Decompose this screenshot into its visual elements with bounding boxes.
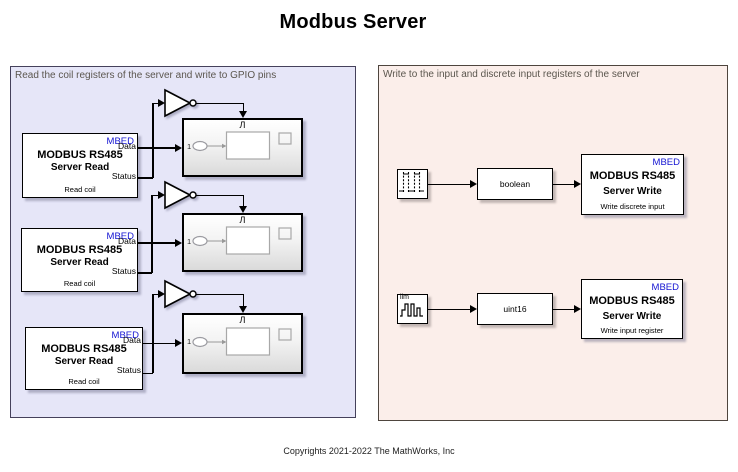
- mbed-badge: MBED: [106, 136, 134, 147]
- status-port-label: Status: [116, 365, 141, 375]
- data-type-conversion-block[interactable]: boolean: [477, 168, 553, 200]
- wire-arrowhead: [239, 111, 247, 118]
- model-title-annotation[interactable]: Modbus Server: [279, 11, 427, 33]
- not-gate-triangle: [164, 180, 192, 210]
- triggered-subsystem-block[interactable]: Л 1: [182, 213, 303, 272]
- wire-arrowhead: [574, 305, 581, 313]
- triggered-subsystem-block[interactable]: Л 1: [182, 118, 303, 177]
- stair-source-label: lim: [400, 294, 409, 301]
- block-subname: Server Write: [602, 311, 662, 322]
- inport-number: 1: [187, 237, 192, 246]
- subsystem-preview-art: [192, 327, 292, 356]
- block-caption: Write discrete input: [600, 202, 665, 211]
- stair-waveform-icon: [400, 303, 423, 317]
- modbus-server-read-block[interactable]: MBED Data MODBUS RS485 Server Read Statu…: [25, 327, 143, 390]
- wire-arrowhead: [158, 290, 165, 298]
- modbus-server-write-block[interactable]: MBED MODBUS RS485 Server Write Write inp…: [581, 279, 683, 339]
- not-gate[interactable]: [162, 88, 198, 118]
- trigger-port-glyph: Л: [239, 315, 246, 325]
- inport-number: 1: [187, 142, 192, 151]
- trigger-port-glyph: Л: [239, 215, 246, 225]
- inport-number: 1: [187, 337, 192, 346]
- data-port-label: Data: [118, 236, 136, 246]
- signal-wire[interactable]: [138, 272, 152, 274]
- trigger-port-glyph: Л: [239, 120, 246, 130]
- modbus-server-read-block[interactable]: MBED Data MODBUS RS485 Server Read Statu…: [21, 228, 138, 292]
- signal-wire[interactable]: [152, 103, 154, 178]
- pulse-train-icon: [399, 172, 424, 193]
- signal-wire[interactable]: [196, 293, 244, 295]
- signal-wire[interactable]: [138, 177, 153, 179]
- signal-wire[interactable]: [152, 293, 159, 295]
- right-panel-label: Write to the input and discrete input re…: [383, 69, 640, 80]
- mbed-badge: MBED: [652, 157, 680, 168]
- not-gate-triangle: [164, 279, 192, 309]
- block-subname: Server Read: [50, 162, 110, 173]
- signal-wire[interactable]: [428, 308, 470, 310]
- conversion-type-label: boolean: [499, 179, 531, 189]
- mbed-badge: MBED: [111, 330, 139, 341]
- left-panel-label: Read the coil registers of the server an…: [15, 70, 277, 81]
- mbed-badge: MBED: [106, 231, 134, 242]
- wire-arrowhead: [175, 143, 182, 152]
- status-port-label: Status: [111, 171, 136, 181]
- block-caption: Read coil: [64, 185, 96, 194]
- data-port-label: Data: [118, 141, 136, 151]
- signal-wire[interactable]: [151, 194, 159, 196]
- subsystem-preview-art: [192, 131, 292, 160]
- wire-arrowhead: [158, 191, 165, 199]
- data-port-label: Data: [123, 335, 141, 345]
- signal-wire[interactable]: [151, 195, 153, 273]
- wire-arrowhead: [239, 206, 247, 213]
- wire-arrowhead: [239, 306, 247, 313]
- block-name: MODBUS RS485: [589, 170, 676, 182]
- modbus-server-read-block[interactable]: MBED Data MODBUS RS485 Server Read Statu…: [22, 133, 138, 198]
- modbus-server-write-block[interactable]: MBED MODBUS RS485 Server Write Write dis…: [581, 154, 684, 215]
- block-caption: Write input register: [600, 326, 664, 335]
- block-name: MODBUS RS485: [37, 149, 123, 161]
- wire-arrowhead: [175, 339, 182, 347]
- signal-wire[interactable]: [242, 294, 244, 307]
- signal-wire[interactable]: [553, 183, 574, 185]
- status-port-label: Status: [111, 266, 136, 276]
- block-name: MODBUS RS485: [589, 295, 675, 307]
- signal-wire[interactable]: [242, 195, 244, 207]
- signal-wire[interactable]: [152, 294, 154, 373]
- wire-arrowhead: [175, 238, 182, 247]
- signal-wire[interactable]: [138, 147, 175, 149]
- signal-wire[interactable]: [553, 308, 574, 310]
- stair-source-block[interactable]: lim: [397, 294, 428, 324]
- signal-wire[interactable]: [428, 183, 470, 185]
- signal-wire[interactable]: [143, 342, 175, 344]
- mbed-badge: MBED: [651, 282, 679, 293]
- signal-wire[interactable]: [242, 103, 244, 112]
- subsystem-preview-art: [192, 226, 292, 255]
- copyright-annotation[interactable]: Copyrights 2021-2022 The MathWorks, Inc: [283, 446, 455, 456]
- wire-arrowhead: [470, 180, 477, 188]
- signal-wire[interactable]: [143, 372, 153, 374]
- block-name: MODBUS RS485: [41, 343, 127, 355]
- pulse-source-block[interactable]: [397, 169, 428, 199]
- signal-wire[interactable]: [196, 194, 244, 196]
- right-annotation-panel[interactable]: Write to the input and discrete input re…: [378, 65, 728, 421]
- wire-arrowhead: [470, 305, 477, 313]
- block-subname: Server Write: [603, 186, 662, 197]
- signal-wire[interactable]: [196, 102, 244, 104]
- triggered-subsystem-block[interactable]: Л 1: [182, 313, 303, 374]
- block-subname: Server Read: [54, 356, 114, 367]
- not-gate[interactable]: [162, 180, 198, 210]
- wire-arrowhead: [574, 180, 581, 188]
- block-subname: Server Read: [50, 257, 109, 268]
- wire-arrowhead: [158, 99, 165, 107]
- signal-wire[interactable]: [138, 242, 175, 244]
- block-name: MODBUS RS485: [36, 244, 123, 256]
- data-type-conversion-block[interactable]: uint16: [477, 293, 553, 325]
- block-caption: Read coil: [63, 279, 96, 288]
- signal-wire[interactable]: [152, 102, 159, 104]
- block-caption: Read coil: [68, 377, 100, 386]
- not-gate[interactable]: [162, 279, 198, 309]
- conversion-type-label: uint16: [503, 304, 527, 314]
- not-gate-triangle: [164, 88, 192, 118]
